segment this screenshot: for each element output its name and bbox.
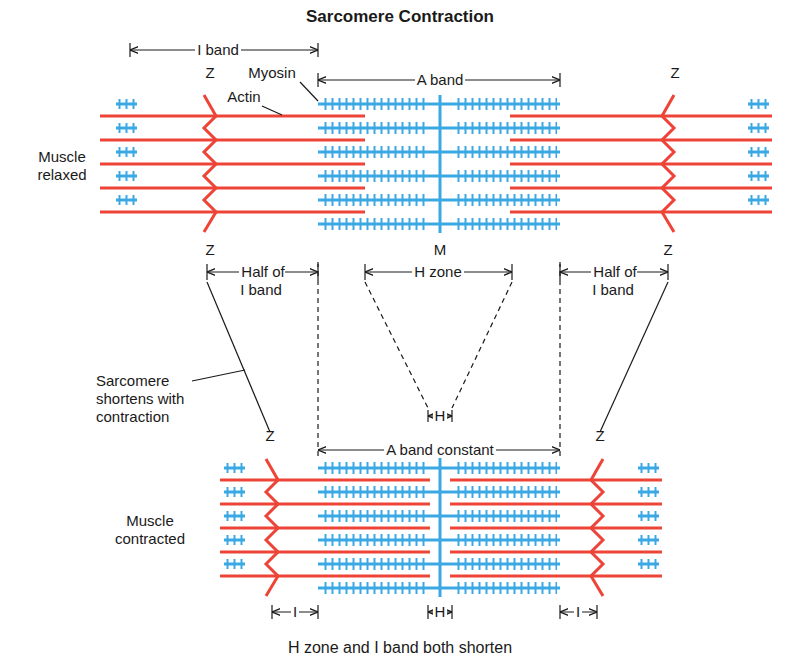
label-box: I band (183, 41, 253, 59)
dimension-lines (130, 43, 668, 619)
label-box: Sarcomere Contraction (240, 6, 560, 27)
label-box: H zone and I band both shorten (230, 638, 570, 658)
note-label: Sarcomere shortens with contraction (96, 372, 184, 425)
band-label: A band constant (384, 441, 496, 458)
leader-lines (192, 82, 668, 432)
label-box: Z (665, 64, 685, 82)
label-box: Z (658, 241, 678, 259)
z-line-label: Z (205, 64, 214, 81)
label-box: H (432, 407, 448, 425)
label-box: I (572, 603, 584, 621)
label-box: A band constant (378, 441, 502, 459)
actin-filaments (100, 95, 772, 232)
label-box: Z (590, 427, 610, 445)
band-label: Half of I band (591, 263, 636, 298)
contracted-sarcomere (220, 458, 662, 597)
label-box: Muscle contracted (109, 512, 191, 548)
actin-filaments (220, 459, 662, 596)
label-box: Z (200, 64, 220, 82)
label-box: H (432, 603, 448, 621)
filament-label: Actin (227, 88, 260, 105)
band-label: I (291, 603, 299, 620)
z-line-label: Z (670, 64, 679, 81)
label-box: A band (405, 71, 475, 89)
label-box: Muscle relaxed (30, 148, 94, 184)
label-box: Half of I band (238, 263, 286, 299)
label-box: Z (200, 241, 220, 259)
z-line-label: Z (595, 427, 604, 444)
z-line-label: Z (663, 241, 672, 258)
dashed-guides (318, 262, 560, 456)
label-box: Sarcomere shortens with contraction (96, 372, 208, 426)
band-label: I (574, 603, 582, 620)
band-label: A band (415, 71, 466, 88)
relaxed-sarcomere (100, 95, 772, 233)
filament-label: Myosin (248, 64, 296, 81)
myosin-filaments (224, 458, 659, 597)
label-box: I (289, 603, 301, 621)
z-line-label: Z (205, 241, 214, 258)
label-box: Myosin (241, 64, 303, 82)
m-line-label: M (434, 241, 447, 258)
diagram-caption: H zone and I band both shorten (288, 639, 512, 656)
label-box: Actin (219, 88, 269, 106)
label-box: M (430, 241, 450, 259)
label-box: Z (260, 427, 280, 445)
diagram-title: Sarcomere Contraction (306, 7, 494, 26)
state-label: Muscle contracted (115, 512, 185, 547)
band-label: I band (195, 41, 241, 58)
state-label: Muscle relaxed (37, 148, 86, 183)
zone-label: H zone (412, 263, 464, 280)
z-line-label: Z (265, 427, 274, 444)
label-box: Half of I band (590, 263, 638, 299)
zone-label: H (433, 603, 448, 620)
label-box: H zone (406, 263, 470, 281)
zone-label: H (433, 407, 448, 424)
band-label: Half of I band (239, 263, 284, 298)
myosin-filaments (116, 95, 769, 233)
